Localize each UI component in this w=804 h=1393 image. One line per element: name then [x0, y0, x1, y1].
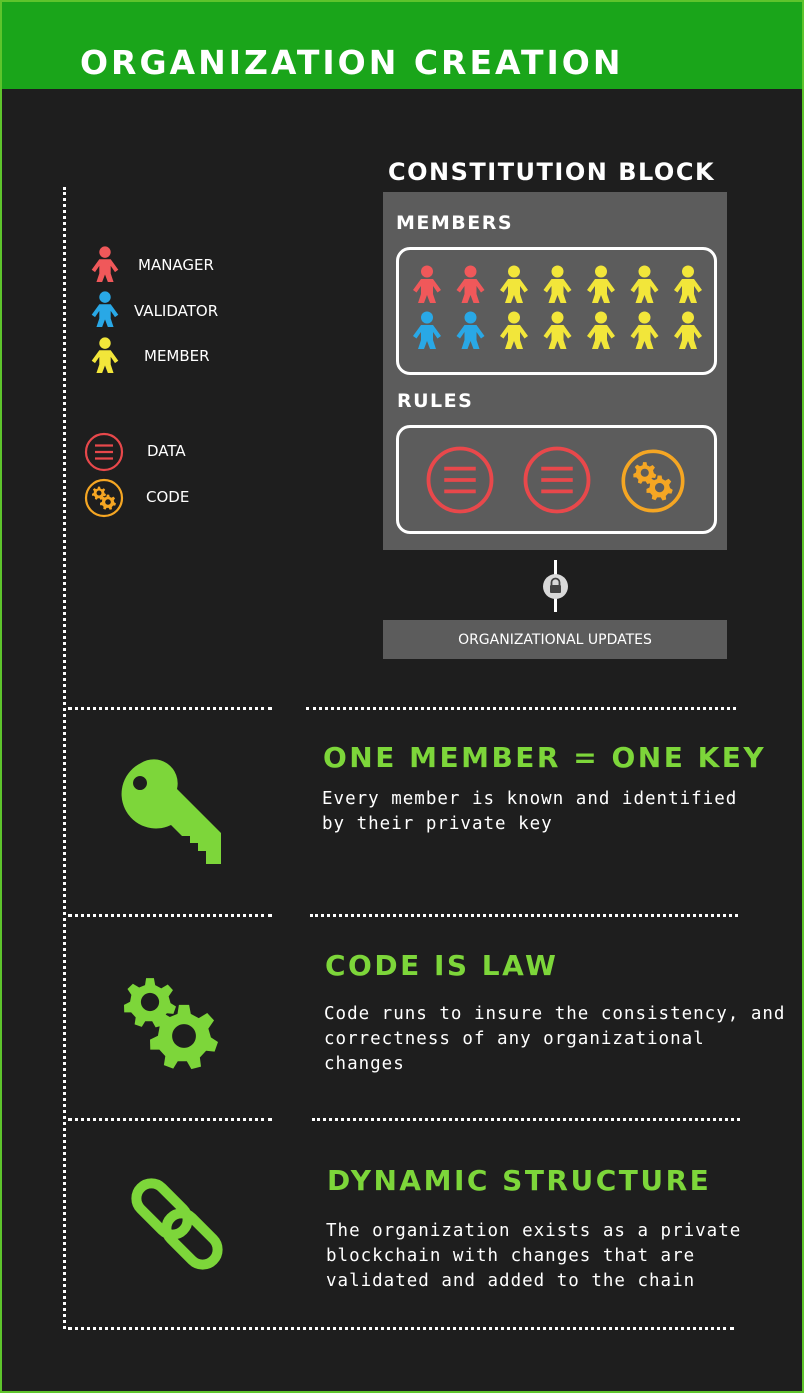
legend-code-label: CODE	[146, 488, 190, 506]
desc-line: blockchain with changes that are	[326, 1246, 696, 1266]
constitution-block: MEMBERS RULES	[383, 192, 727, 550]
data-rule-icon	[425, 445, 495, 515]
desc-line: Code runs to insure the consistency, and	[324, 1004, 786, 1024]
validator-person-icon	[456, 311, 485, 349]
member-person-icon	[630, 311, 659, 349]
desc-line: by their private key	[322, 814, 553, 834]
legend-validator-label: VALIDATOR	[134, 302, 219, 320]
validator-person-icon	[413, 311, 441, 349]
dotted-divider	[68, 1327, 734, 1330]
desc-line: changes	[324, 1054, 405, 1074]
member-person-icon	[674, 265, 702, 303]
chain-link-icon	[131, 1178, 223, 1270]
member-person-icon	[587, 265, 615, 303]
legend-manager-label: MANAGER	[138, 256, 214, 274]
vertical-dotted-divider	[63, 187, 66, 1329]
constitution-block-title: CONSTITUTION BLOCK	[388, 158, 716, 186]
validator-person-icon	[86, 290, 124, 328]
code-rule-icon	[620, 448, 686, 514]
member-person-icon	[543, 311, 572, 349]
manager-person-icon	[86, 245, 124, 283]
dotted-divider	[68, 1118, 272, 1121]
desc-line: correctness of any organizational	[324, 1029, 705, 1049]
organizational-updates-bar: ORGANIZATIONAL UPDATES	[383, 620, 727, 659]
dotted-divider	[68, 914, 272, 917]
member-person-icon	[674, 311, 702, 349]
dotted-divider	[310, 914, 738, 917]
member-person-icon	[630, 265, 659, 303]
rules-title: RULES	[397, 390, 474, 412]
member-person-icon	[500, 311, 528, 349]
members-title: MEMBERS	[396, 212, 514, 234]
section-title-dynamic: DYNAMIC STRUCTURE	[327, 1164, 712, 1197]
manager-person-icon	[413, 265, 441, 303]
page-title: ORGANIZATION CREATION	[80, 43, 624, 82]
manager-person-icon	[456, 265, 485, 303]
key-icon	[121, 759, 221, 864]
desc-line: Every member is known and identified	[322, 789, 738, 809]
gears-icon	[124, 978, 218, 1070]
dotted-divider	[312, 1118, 740, 1121]
member-person-icon	[543, 265, 572, 303]
members-panel	[396, 247, 717, 375]
code-icon	[84, 478, 124, 518]
desc-line: validated and added to the chain	[326, 1271, 696, 1291]
dotted-divider	[68, 707, 272, 710]
member-person-icon	[500, 265, 528, 303]
lock-icon	[543, 574, 568, 599]
legend-member-label: MEMBER	[144, 347, 210, 365]
section-desc-key: Every member is known and identified by …	[322, 787, 737, 837]
member-person-icon	[86, 336, 124, 374]
rules-panel	[396, 425, 717, 534]
legend-data-label: DATA	[147, 442, 186, 460]
section-title-key: ONE MEMBER = ONE KEY	[323, 741, 767, 774]
section-desc-dynamic: The organization exists as a private blo…	[326, 1219, 741, 1294]
section-title-code: CODE IS LAW	[325, 949, 559, 982]
dotted-divider	[306, 707, 736, 710]
desc-line: The organization exists as a private	[326, 1221, 742, 1241]
data-rule-icon	[522, 445, 592, 515]
members-grid	[413, 265, 702, 349]
data-icon	[84, 432, 124, 472]
section-desc-code: Code runs to insure the consistency, and…	[324, 1002, 785, 1077]
header-banner: ORGANIZATION CREATION	[2, 2, 802, 89]
member-person-icon	[587, 311, 615, 349]
